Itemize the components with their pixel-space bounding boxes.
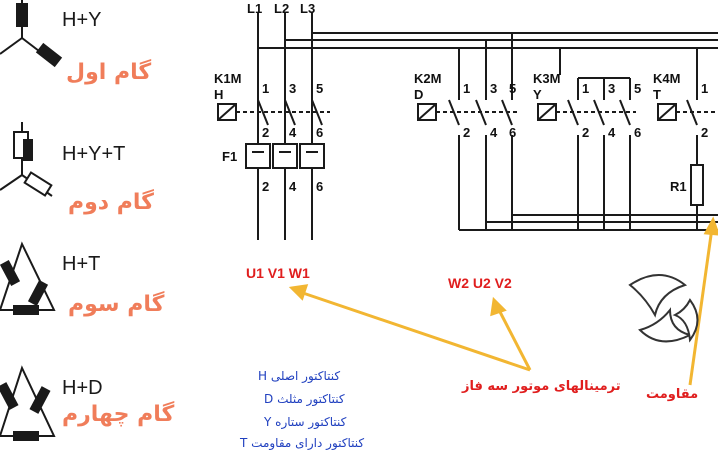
- step-label-3: گام سوم: [68, 292, 165, 317]
- k1m-terminal-6: 6: [316, 125, 324, 140]
- k2m-terminal-4: 4: [490, 125, 498, 140]
- contactor-k1m-name: K1M: [214, 71, 242, 86]
- contactor-k1m-switches: [217, 99, 330, 126]
- k2m-terminal-3: 3: [490, 81, 498, 96]
- line-label-l3: L3: [300, 1, 316, 16]
- k1m-terminal-5: 5: [316, 81, 324, 96]
- legend-item-t: کنتاکتور دارای مقاومت T: [240, 436, 365, 450]
- step-label-2: گام دوم: [68, 190, 154, 215]
- motor-terminals-group-2: W2 U2 V2: [448, 275, 512, 291]
- motor-terminals-note: ترمینالهای موتور سه فاز: [462, 379, 621, 394]
- legend-item-d: کنتاکتور مثلث D: [264, 392, 345, 406]
- contactor-k2m-role: D: [414, 87, 424, 102]
- config-label-3: H+T: [62, 253, 101, 275]
- contactor-k4m-name: K4M: [653, 71, 681, 86]
- triangle-connection-symbol: [0, 241, 56, 315]
- contactor-k3m-name: K3M: [533, 71, 561, 86]
- legend-item-h: کنتاکتور اصلی H: [258, 369, 341, 383]
- k3m-terminal-2: 2: [582, 125, 590, 140]
- k2m-terminal-5: 5: [509, 81, 517, 96]
- step-label-1: گام اول: [66, 60, 152, 85]
- motor-terminals-group-1: U1 V1 W1: [246, 265, 310, 281]
- contactor-k2m-name: K2M: [414, 71, 442, 86]
- annotation-arrows: [288, 216, 718, 386]
- config-label-2: H+Y+T: [62, 143, 126, 165]
- k2m-terminal-1: 1: [463, 81, 471, 96]
- k2m-terminal-6: 6: [509, 125, 517, 140]
- fuse-terminal-4: 4: [289, 179, 297, 194]
- k1m-terminal-2: 2: [262, 125, 270, 140]
- k3m-terminal-4: 4: [608, 125, 616, 140]
- k1m-terminal-3: 3: [289, 81, 297, 96]
- k3m-terminal-3: 3: [608, 81, 616, 96]
- contactor-k1m-role: H: [214, 87, 224, 102]
- k1m-terminal-4: 4: [289, 125, 297, 140]
- line-label-l2: L2: [274, 1, 290, 16]
- logo-watermark: [628, 274, 699, 343]
- contactor-k4m-switches: [657, 99, 718, 126]
- delta-connection-symbol: [0, 365, 56, 441]
- star-resistor-connection-symbol: [0, 122, 53, 197]
- fuse-terminal-6: 6: [316, 179, 324, 194]
- contactor-k4m-role: T: [653, 87, 661, 102]
- k3m-terminal-5: 5: [634, 81, 642, 96]
- step-label-4: گام چهارم: [62, 402, 175, 427]
- k4m-terminal-1: 1: [701, 81, 709, 96]
- fuse-f1: [245, 143, 325, 169]
- config-label-1: H+Y: [62, 9, 102, 31]
- resistor-note: مقاومت: [646, 387, 699, 402]
- star-connection-symbol: [0, 0, 63, 68]
- k3m-terminal-1: 1: [582, 81, 590, 96]
- k1m-terminal-1: 1: [262, 81, 270, 96]
- contactor-k2m-switches: [417, 99, 520, 126]
- fuse-label: F1: [222, 149, 238, 164]
- k2m-terminal-2: 2: [463, 125, 471, 140]
- resistor-label: R1: [670, 179, 687, 194]
- k3m-terminal-6: 6: [634, 125, 642, 140]
- contactor-k3m-role: Y: [533, 87, 542, 102]
- contactor-k3m-switches: [537, 99, 636, 126]
- fuse-terminal-2: 2: [262, 179, 270, 194]
- config-label-4: H+D: [62, 377, 103, 399]
- k4m-terminal-2: 2: [701, 125, 709, 140]
- legend-item-y: کنتاکتور ستاره Y: [264, 415, 347, 429]
- line-label-l1: L1: [247, 1, 263, 16]
